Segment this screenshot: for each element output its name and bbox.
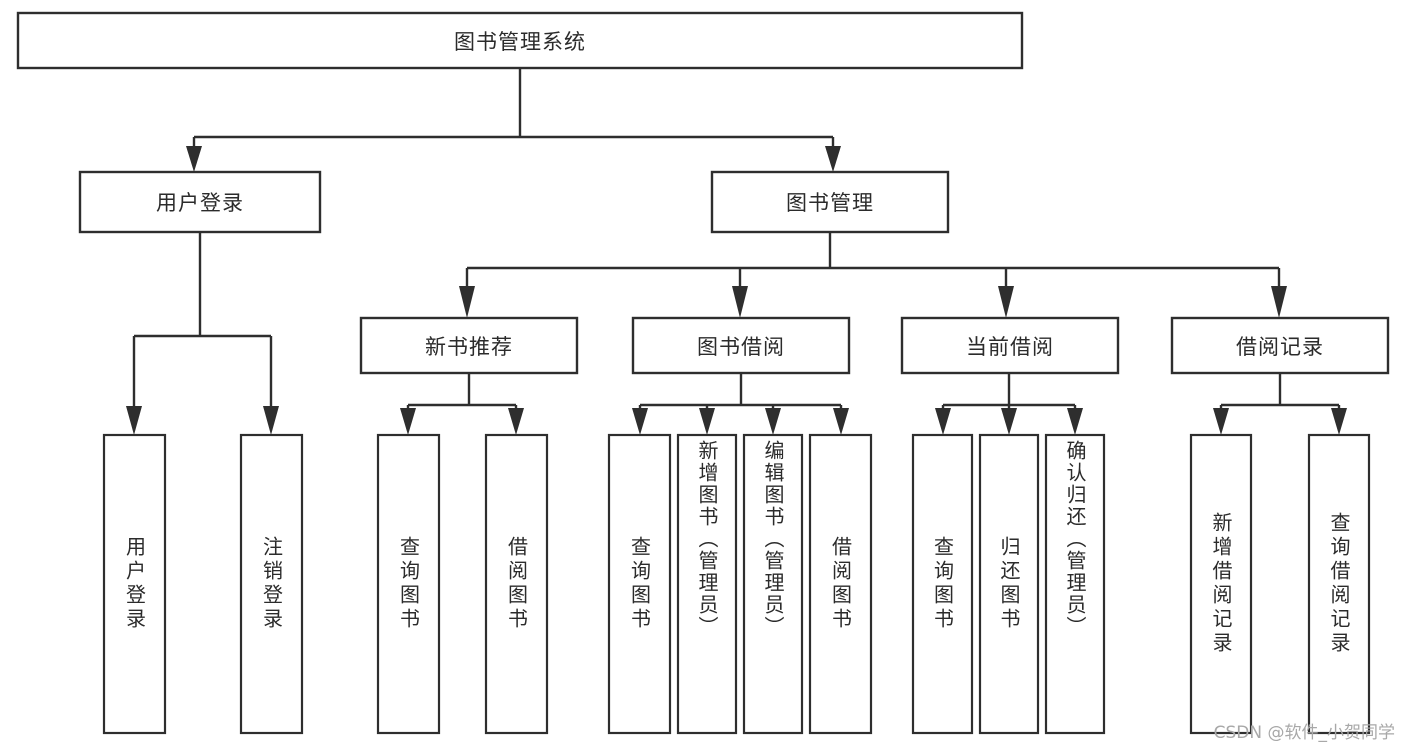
arrow-bm-to-borrow-record [1271,286,1287,318]
arrow-br-leaf-1 [1213,408,1229,435]
arrow-user-login-leaf-1 [126,406,142,435]
node-borrow-record[interactable] [1170,316,1390,375]
leaf-book-borrow-edit[interactable] [742,433,804,735]
node-book-borrow[interactable] [631,316,851,375]
leaf-new-book-borrow[interactable] [484,433,549,735]
arrow-bm-to-book-borrow [732,286,748,318]
arrow-cb-leaf-3 [1067,408,1083,435]
arrow-bm-to-new-book [459,286,475,318]
node-user-login[interactable] [78,170,322,234]
leaf-book-borrow-query[interactable] [607,433,672,735]
arrow-bb-leaf-1 [632,408,648,435]
leaf-new-book-query[interactable] [376,433,441,735]
node-root-book-management-system[interactable] [16,11,1024,70]
arrow-bb-leaf-4 [833,408,849,435]
arrow-nb-leaf-2 [508,408,524,435]
arrow-cb-leaf-2 [1001,408,1017,435]
arrow-br-leaf-2 [1331,408,1347,435]
leaf-current-borrow-query[interactable] [911,433,974,735]
leaf-book-borrow-add[interactable] [676,433,738,735]
arrow-bb-leaf-3 [765,408,781,435]
leaf-current-borrow-return[interactable] [978,433,1040,735]
leaf-current-borrow-confirm[interactable] [1044,433,1106,735]
leaf-book-borrow-borrow[interactable] [808,433,873,735]
arrow-root-to-user-login [186,146,202,172]
leaf-user-login-logout[interactable] [239,433,304,735]
arrow-bb-leaf-2 [699,408,715,435]
arrow-nb-leaf-1 [400,408,416,435]
arrow-bm-to-current-borrow [998,286,1014,318]
node-current-borrow[interactable] [900,316,1120,375]
csdn-watermark: CSDN @软件_小贺同学 [1213,723,1395,743]
leaf-borrow-record-query[interactable] [1307,433,1371,735]
arrow-user-login-leaf-2 [263,406,279,435]
leaf-user-login-login[interactable] [102,433,167,735]
leaf-borrow-record-add[interactable] [1189,433,1253,735]
arrow-root-to-book-management [825,146,841,172]
arrow-cb-leaf-1 [935,408,951,435]
node-book-management[interactable] [710,170,950,234]
node-new-book-recommend[interactable] [359,316,579,375]
